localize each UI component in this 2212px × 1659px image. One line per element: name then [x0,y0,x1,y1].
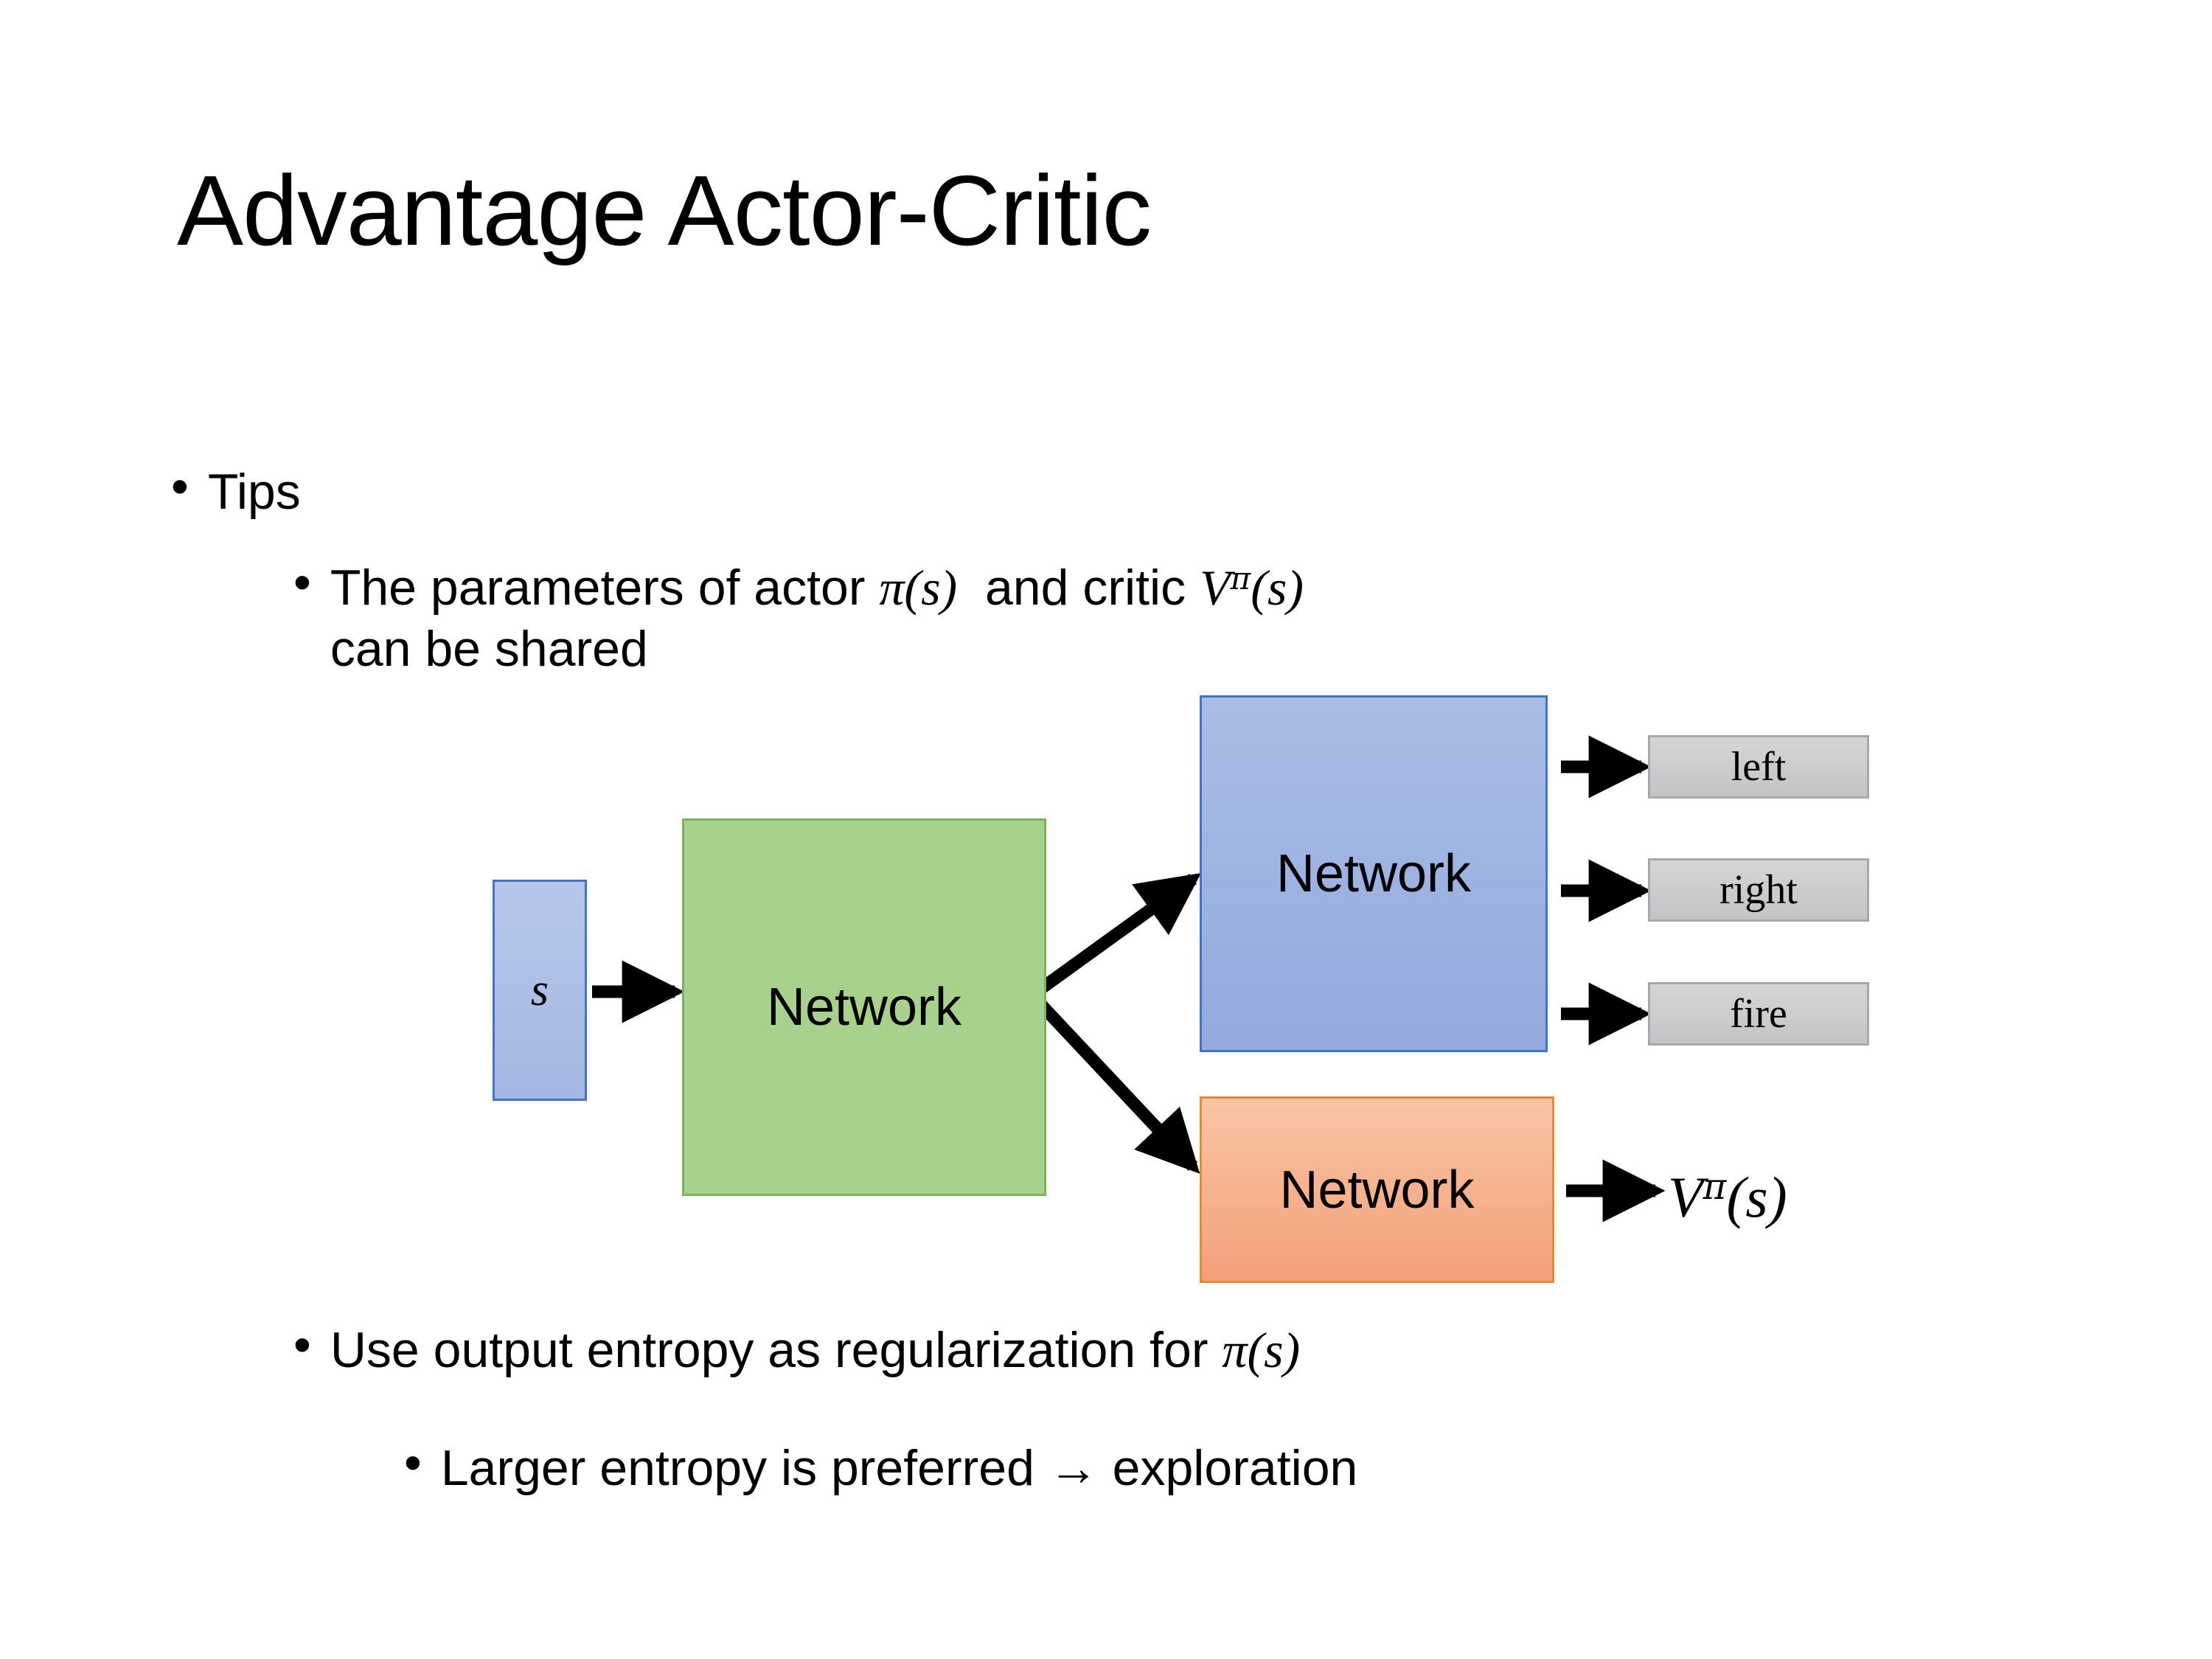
math-v-base: V [1668,1165,1703,1229]
bullet-entropy-regularization: • Use output entropy as regularization f… [293,1320,1300,1381]
output-action-right-label: right [1719,867,1798,913]
node-critic-network-label: Network [1279,1160,1475,1220]
node-critic-network: Network [1200,1096,1554,1283]
math-policy-pi-s: π(s) [879,560,958,616]
bullet-larger-entropy: • Larger entropy is preferred → explorat… [404,1438,1357,1499]
arrow-shared-to-actor-network [1030,873,1202,999]
bullet-parameters-shared-label: The parameters of actor π(s) and critic … [330,557,1304,680]
node-state-label: s [530,964,549,1015]
bullet-marker-icon: • [293,554,311,611]
bullet-marker-icon: • [404,1435,422,1491]
output-action-fire: fire [1648,982,1869,1046]
math-v-base: V [1199,560,1231,616]
math-policy-pi-s: π(s) [1222,1322,1301,1378]
bullet-larger-entropy-label: Larger entropy is preferred → exploratio… [440,1440,1358,1496]
text-parameters-of-actor: The parameters of actor [330,560,880,616]
math-s-argument: (s) [1251,560,1304,616]
bullet-entropy-regularization-label: Use output entropy as regularization for… [330,1320,1300,1381]
text-can-be-shared: can be shared [330,620,648,677]
text-and-critic: and critic [957,560,1200,616]
math-s-argument: (s) [1726,1165,1787,1229]
text-use-output-entropy: Use output entropy as regularization for [330,1322,1222,1378]
output-value-function: Vπ(s) [1668,1164,1787,1231]
node-actor-network: Network [1200,695,1548,1052]
bullet-tips: • Tips [171,462,301,523]
node-actor-network-label: Network [1276,844,1472,903]
output-action-left-label: left [1731,744,1787,790]
output-action-left: left [1648,735,1869,799]
bullet-parameters-shared: • The parameters of actor π(s) and criti… [293,557,1989,680]
bullet-tips-label: Tips [207,464,301,520]
bullet-marker-icon: • [171,459,189,515]
arrow-shared-to-critic-network [1029,992,1200,1174]
page-title: Advantage Actor-Critic [177,155,1152,266]
output-action-right: right [1648,858,1869,922]
math-value-v-pi-s: Vπ(s) [1200,560,1304,616]
node-shared-network: Network [682,818,1046,1196]
bullet-marker-icon: • [293,1317,311,1373]
output-action-fire-label: fire [1730,991,1787,1037]
node-shared-network-label: Network [766,978,962,1037]
math-pi-superscript: π [1230,560,1251,597]
math-value-v-pi-s: Vπ(s) [1668,1165,1787,1229]
math-pi-superscript: π [1703,1166,1727,1208]
node-state-input: s [493,880,587,1101]
